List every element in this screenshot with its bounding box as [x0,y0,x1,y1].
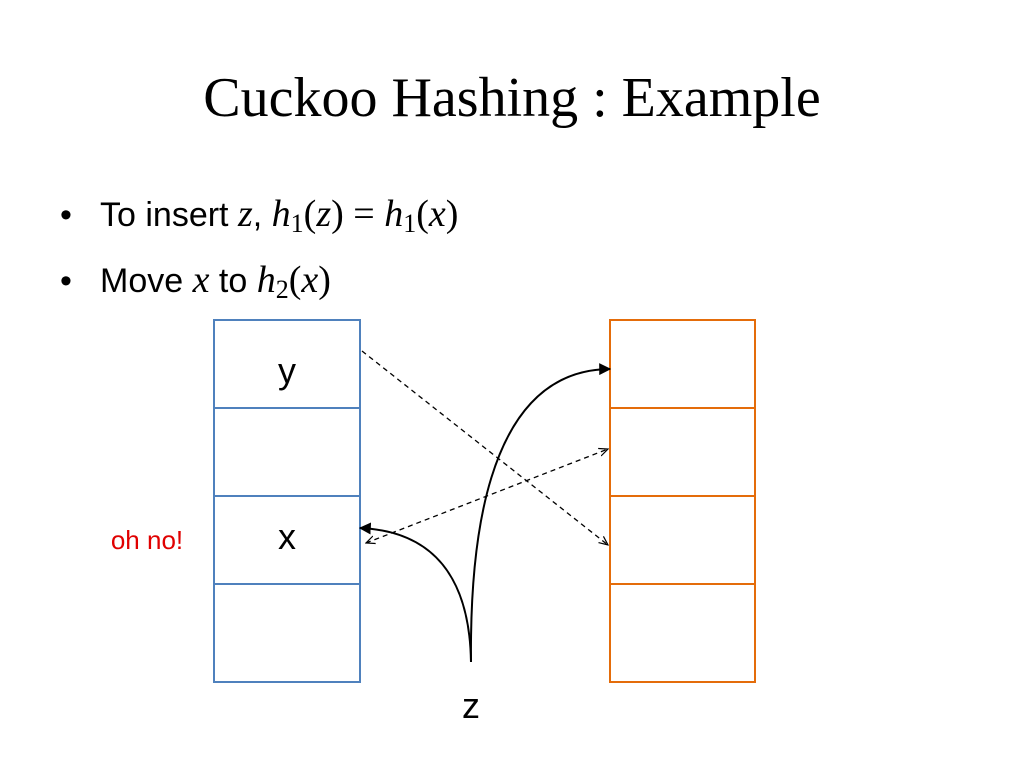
new-key-label-z: z [462,685,480,726]
left-cell-label-y: y [278,350,296,391]
right-table-cell-2 [609,495,756,585]
left-table-cell-3 [213,583,361,683]
bullet-dot-icon: • [60,196,72,234]
math-sub: 1 [290,209,304,238]
left-table-cell-1 [213,407,361,497]
right-table-cell-3 [609,583,756,683]
bullet-list: •To insert z, h1(z) = h1(x) •Move x to h… [60,190,458,322]
oh-no-note: oh no! [111,525,183,555]
math-var: x [428,193,446,235]
bullet-text: , [252,196,272,234]
math-var: x [301,259,319,301]
math-sub: 1 [403,209,417,238]
bullet-move-x: •Move x to h2(x) [60,256,458,322]
math-func: h [384,193,404,235]
right-table-cell-0 [609,319,756,409]
math-func: h [256,259,276,301]
right-table-cell-1 [609,407,756,497]
math-sub: 2 [275,275,289,304]
right-hash-table [609,319,756,683]
solid-arrow-z-to-x [358,522,472,663]
math-paren: ) [445,193,459,235]
bullet-insert-z: •To insert z, h1(z) = h1(x) [60,190,458,256]
math-paren: ( [303,193,317,235]
dashed-arrow-y-to-right [361,350,608,545]
left-table-cell-0 [213,319,361,409]
slide-title: Cuckoo Hashing : Example [203,67,821,129]
bullet-text: Move [100,262,193,300]
math-paren: ( [416,193,429,235]
bullet-dot-icon: • [60,262,72,300]
left-table-cell-2 [213,495,361,585]
bullet-text: to [209,262,257,300]
left-cell-label-x: x [278,516,296,557]
math-paren: ( [288,259,302,301]
left-hash-table: y x [213,319,361,683]
math-paren: ) [331,193,344,235]
math-paren: ) [318,259,331,301]
solid-arrow-z-to-right [469,363,612,663]
math-func: h [271,193,291,235]
math-equals: = [343,193,385,235]
bullet-text: To insert [100,196,238,234]
math-var: z [316,193,332,235]
math-var: x [192,259,210,301]
math-var: z [237,193,253,235]
